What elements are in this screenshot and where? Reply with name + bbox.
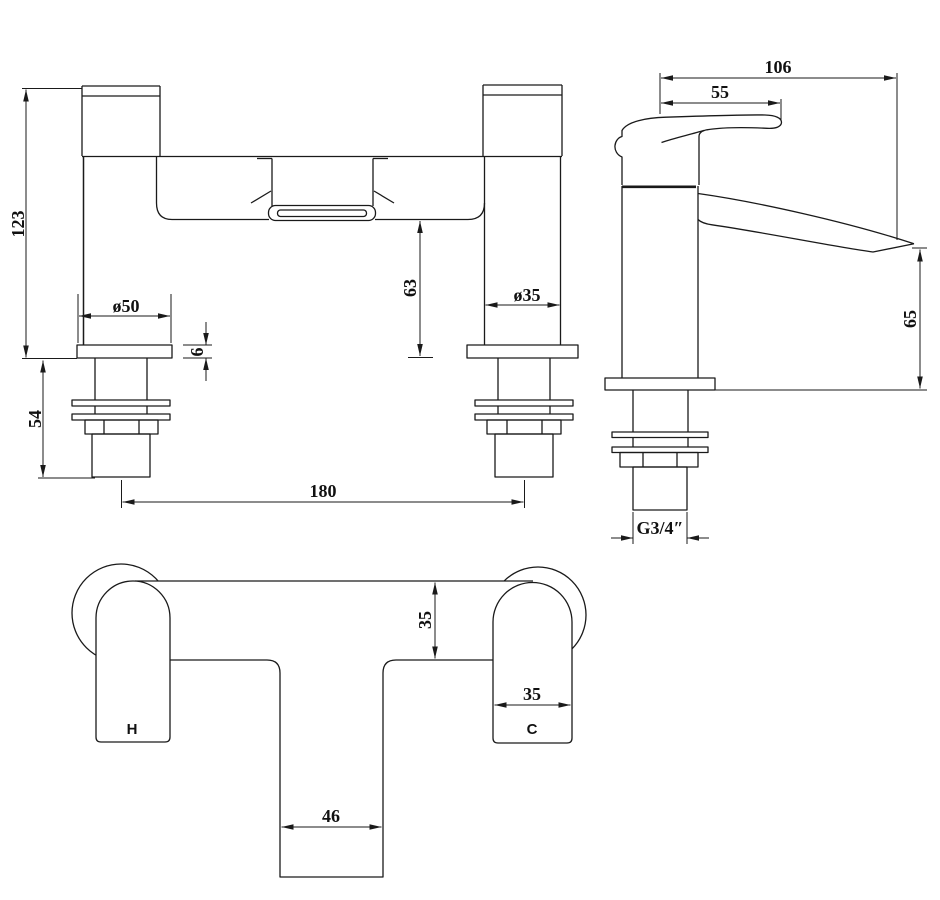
front-right-inlet-tail	[474, 358, 574, 478]
dim-overall-depth: 106	[765, 57, 792, 77]
dim-thread-size: G3/4″	[637, 518, 684, 538]
dim-base-diameter: ø50	[113, 296, 140, 316]
side-handle-outline	[614, 114, 783, 185]
dim-spout-body-width: 46	[322, 806, 340, 826]
front-left-inlet-tail	[71, 358, 171, 478]
side-flange	[604, 377, 716, 391]
front-left-handle	[81, 85, 161, 156]
front-bar-underside-left	[155, 202, 269, 221]
front-spout-recess	[250, 157, 395, 206]
plan-hot-handle	[95, 580, 171, 743]
dim-body-depth: 35	[415, 611, 435, 629]
side-inlet-tail	[611, 390, 709, 511]
dim-tail-length: 54	[25, 410, 45, 428]
plan-bar-fill	[135, 581, 533, 660]
plan-hot-label: H	[127, 721, 138, 738]
side-handle-detail-line	[661, 129, 705, 144]
front-right-pillar	[483, 156, 562, 345]
front-bar-underside-right	[375, 202, 486, 221]
dim-body-height: 63	[400, 279, 420, 297]
dim-hole-centres: 180	[310, 481, 337, 501]
dim-spout-height: 65	[900, 310, 920, 328]
plan-bar-bottom-and-spout-block	[170, 659, 493, 878]
side-dimensions: 106 55 65 G3/4″	[611, 57, 927, 544]
side-spout-top-edge	[697, 192, 915, 245]
side-spout-bottom-edge	[697, 219, 915, 253]
dim-flange-thickness: 6	[187, 348, 207, 357]
front-left-pillar	[82, 156, 158, 345]
dim-handle-width: 35	[523, 684, 541, 704]
front-dimensions: 123 54 ø50 6 63 ø35 180	[8, 88, 560, 508]
front-right-handle	[482, 84, 563, 156]
dim-pillar-diameter: ø35	[514, 285, 541, 305]
plan-view: H C	[71, 563, 587, 878]
front-left-flange	[76, 344, 173, 359]
plan-cold-handle	[492, 581, 573, 744]
dim-overall-height: 123	[8, 211, 28, 238]
side-view	[604, 114, 915, 511]
plan-cold-label: C	[527, 721, 538, 738]
front-right-flange	[466, 344, 579, 359]
plan-dimensions: 35 35 46	[281, 582, 571, 830]
dim-handle-reach: 55	[711, 82, 729, 102]
front-spout-nozzle	[267, 204, 377, 222]
front-view	[71, 84, 579, 478]
